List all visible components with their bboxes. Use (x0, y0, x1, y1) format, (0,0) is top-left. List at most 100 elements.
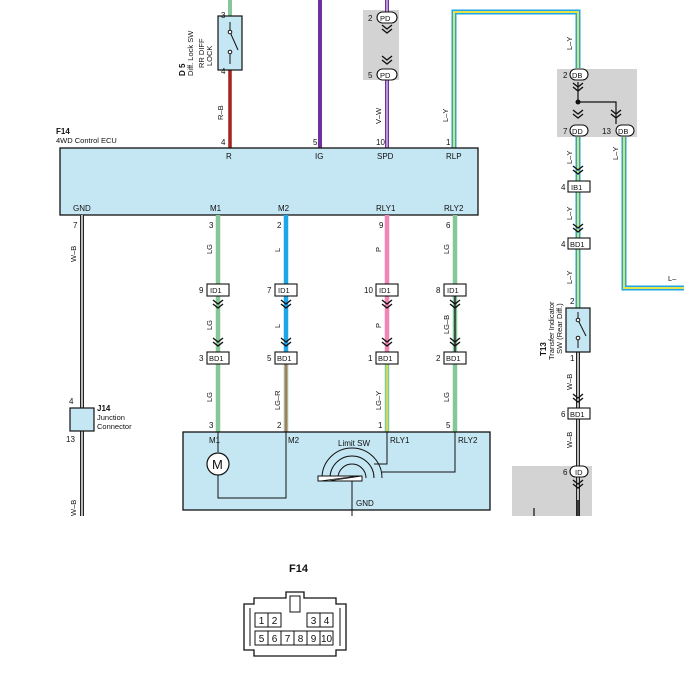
j14-pin-bottom: 13 (66, 435, 75, 444)
svg-text:BD1: BD1 (570, 240, 585, 249)
rly2-id1-connector: ID1 (443, 283, 467, 309)
svg-text:ID1: ID1 (379, 286, 391, 295)
right-left-pin: 7 (563, 127, 568, 136)
m2-id1-connector: ID1 (274, 283, 298, 309)
j14-box (69, 407, 95, 432)
spd-bottom-connector: PD (376, 55, 398, 81)
t13-bd1-pin: 6 (561, 410, 566, 419)
right-left-wire-color: L–Y (565, 151, 574, 164)
svg-text:DB: DB (572, 71, 582, 80)
ecu-pin-spd: 10 (376, 138, 385, 147)
connector-cell-bottom-6: 6 (267, 630, 282, 646)
d5-lock-label-1: RR DIFF (197, 38, 206, 68)
ecu-ref: F14 (56, 127, 70, 136)
m1-bd1-connector: BD1 (206, 337, 230, 365)
connector-cell-top-1: 1 (254, 612, 269, 628)
svg-text:BD1: BD1 (277, 354, 292, 363)
connector-cell-bottom-10: 10 (319, 630, 334, 646)
svg-text:ID1: ID1 (210, 286, 222, 295)
t13-name: Transfer Indicator (547, 301, 556, 360)
rly2-bd1-pin: 2 (436, 354, 441, 363)
m1-w3-color: LG (205, 392, 214, 402)
actuator-box (182, 431, 491, 511)
rly1-act-pin: 1 (378, 421, 383, 430)
d5-ref: D 5 (178, 63, 187, 76)
limit-sw-icon (317, 432, 456, 516)
ecu-pin-rly2: 6 (446, 221, 451, 230)
connector-cell-top-4: 4 (319, 612, 334, 628)
m2-bd1-connector: BD1 (274, 337, 298, 365)
j14-pin-top: 4 (69, 397, 74, 406)
t13-ref: T13 (539, 342, 548, 356)
svg-text:ID: ID (575, 468, 583, 477)
ib1-pin: 4 (561, 183, 566, 192)
rly2-id1-pin: 8 (436, 286, 441, 295)
m1-w1-color: LG (205, 244, 214, 254)
m2-w3-color: LG–R (273, 390, 282, 410)
d5-pin-top: 3 (221, 11, 226, 20)
rly2-w1-color: LG (442, 244, 451, 254)
j14-ref: J14 (97, 404, 111, 413)
svg-text:1: 1 (259, 616, 265, 627)
d5-name: Diff. Lock SW (186, 30, 195, 76)
act-term-m1: M1 (209, 436, 221, 445)
r-wire-color: R–B (216, 105, 225, 120)
svg-text:9: 9 (311, 634, 317, 645)
motor-icon: M (206, 432, 287, 499)
svg-text:10: 10 (321, 634, 333, 645)
right-right-connector: DB (610, 109, 635, 137)
bd1-right-pin: 4 (561, 240, 566, 249)
rly1-bd1-pin: 1 (368, 354, 373, 363)
act-term-rly2: RLY2 (458, 436, 478, 445)
spd-wire-color: V–W (374, 107, 383, 124)
m1-act-pin: 3 (209, 421, 214, 430)
act-term-rly1: RLY1 (390, 436, 410, 445)
spd-top-pin: 2 (368, 14, 373, 23)
svg-text:DD: DD (572, 127, 583, 136)
right-chain-wire2-color: L–Y (565, 271, 574, 284)
ecu-term-m2: M2 (278, 204, 290, 213)
rly1-w1-color: P (374, 247, 383, 252)
connector-cell-top-2: 2 (267, 612, 282, 628)
ecu-term-r: R (226, 152, 232, 161)
t13-id-connector: ID (533, 465, 589, 516)
m2-id1-pin: 7 (267, 286, 272, 295)
t13-wire-below-color: W–B (565, 374, 574, 390)
rly1-w2-color: P (374, 323, 383, 328)
m2-act-pin: 2 (277, 421, 282, 430)
connector-cell-bottom-7: 7 (280, 630, 295, 646)
bd1-right-connector: BD1 (567, 223, 591, 250)
d5-lock-label-2: LOCK (205, 46, 214, 66)
rly1-id1-pin: 10 (364, 286, 373, 295)
svg-text:BD1: BD1 (209, 354, 224, 363)
spd-bottom-pin: 5 (368, 71, 373, 80)
connector-cell-bottom-9: 9 (306, 630, 321, 646)
rly1-w3-color: LG–Y (374, 391, 383, 410)
rlp-wire-color: L–Y (441, 109, 450, 122)
m1-id1-connector: ID1 (206, 283, 230, 309)
j14-name: Junction (97, 413, 125, 422)
svg-text:8: 8 (298, 634, 304, 645)
right-left-connector: DD (569, 109, 589, 137)
svg-text:DB: DB (618, 127, 628, 136)
ecu-pin-rlp: 1 (446, 138, 451, 147)
act-term-m2: M2 (288, 436, 300, 445)
rly2-act-pin: 5 (446, 421, 451, 430)
ecu-term-m1: M1 (210, 204, 222, 213)
svg-text:M: M (212, 457, 223, 472)
j14-name2: Connector (97, 422, 132, 431)
rly2-w2-color: LG–B (442, 315, 451, 334)
act-limit-sw: Limit SW (338, 439, 370, 448)
connector-view-title: F14 (289, 563, 309, 575)
ecu-term-rlp: RLP (446, 152, 462, 161)
svg-text:ID1: ID1 (447, 286, 459, 295)
rly1-bd1-connector: BD1 (375, 337, 399, 365)
right-l-y-wire (621, 137, 684, 291)
t13-pin-top: 2 (570, 297, 575, 306)
connector-cell-top-3: 3 (306, 612, 321, 628)
right-in-wire-color: L–Y (565, 37, 574, 50)
right-chain-wire1-color: L–Y (565, 207, 574, 220)
d5-pin-bottom: 4 (221, 67, 226, 76)
svg-text:4: 4 (324, 616, 330, 627)
